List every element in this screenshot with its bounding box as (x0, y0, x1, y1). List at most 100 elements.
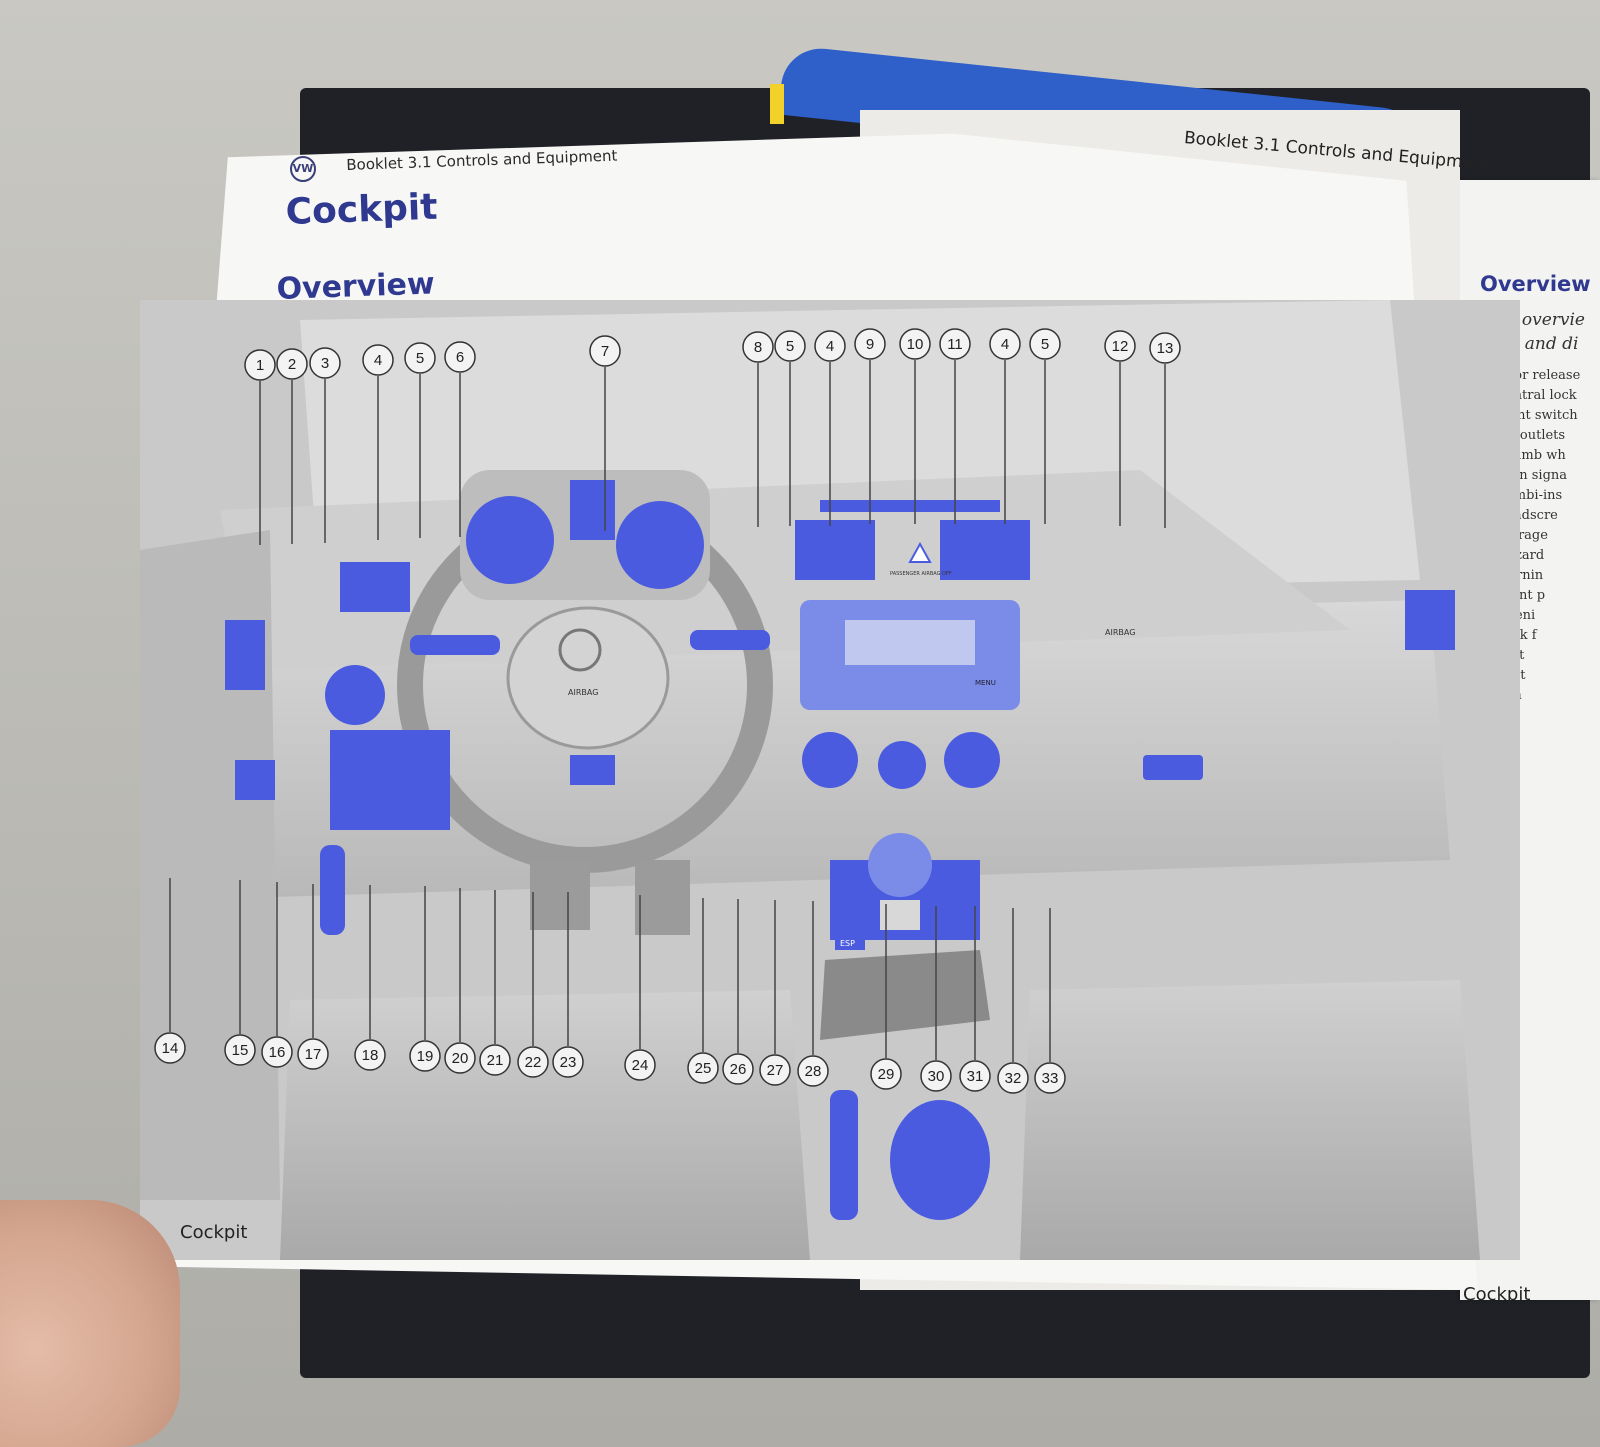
passenger-airbag-label: PASSENGER AIRBAG OFF (890, 571, 952, 577)
callout-circle (759, 1054, 791, 1086)
right-page-title: Overview (1480, 272, 1591, 296)
callout-circle (404, 342, 436, 374)
callout-circle (1104, 330, 1136, 362)
wiper-stalk (690, 630, 770, 650)
callout-circle (362, 344, 394, 376)
callout-circle (297, 1038, 329, 1070)
callout-number: 1 (256, 357, 264, 374)
callout-circle (1034, 1062, 1066, 1094)
callout-circle (224, 1034, 256, 1066)
callout-circle (354, 1039, 386, 1071)
window-switches (235, 760, 275, 800)
callout-circle (624, 1049, 656, 1081)
callout-circle (997, 1062, 1029, 1094)
left-air-outlet (340, 562, 410, 612)
callout-number: 23 (560, 1054, 577, 1071)
turn-signal-stalk (410, 635, 500, 655)
callout-circle (1149, 332, 1181, 364)
hand (0, 1200, 180, 1447)
callout-number: 3 (321, 355, 329, 372)
callout-number: 5 (786, 338, 794, 355)
center-left-air-outlet (795, 520, 875, 580)
callout-number: 4 (374, 352, 382, 369)
callout-number: 19 (417, 1048, 434, 1065)
callout-number: 10 (907, 336, 924, 353)
callout-number: 31 (967, 1068, 984, 1085)
callout-number: 14 (162, 1040, 179, 1057)
callout-circle (959, 1060, 991, 1092)
vw-logo-icon: VW (290, 156, 316, 182)
callout-number: 22 (525, 1054, 542, 1071)
cockpit-illustration: AIRBAG PASSENGER AIRBAG OFF MENU AIRBAG … (140, 300, 1520, 1260)
accelerator-pedal (635, 860, 690, 935)
callout-circle (687, 1052, 719, 1084)
callout-circle (814, 330, 846, 362)
callout-circle (276, 348, 308, 380)
callout-circle (444, 1042, 476, 1074)
footer-right: Cockpit (1463, 1284, 1531, 1305)
callout-circle (552, 1046, 584, 1078)
yellow-strip (770, 84, 784, 124)
callout-circle (742, 331, 774, 363)
fan-dial (878, 741, 926, 789)
callout-number: 16 (269, 1044, 286, 1061)
callout-number: 17 (305, 1046, 322, 1063)
callout-circle (517, 1046, 549, 1078)
callout-number: 32 (1005, 1070, 1022, 1087)
callout-number: 5 (416, 350, 424, 367)
callout-circle (479, 1044, 511, 1076)
callout-circle (409, 1040, 441, 1072)
callout-number: 29 (878, 1066, 895, 1083)
callout-number: 2 (288, 356, 296, 373)
callout-circle (854, 328, 886, 360)
callout-circle (244, 349, 276, 381)
callout-number: 30 (928, 1068, 945, 1085)
bonnet-release (320, 845, 345, 935)
menu-label: MENU (975, 679, 996, 687)
speedometer (466, 496, 554, 584)
center-right-air-outlet (940, 520, 1030, 580)
callout-number: 4 (826, 338, 834, 355)
callout-circle (899, 328, 931, 360)
brake-pedal (530, 860, 590, 930)
esp-label: ESP (840, 939, 855, 948)
callout-number: 18 (362, 1047, 379, 1064)
light-switch (325, 665, 385, 725)
callout-circle (989, 328, 1021, 360)
radio-display (845, 620, 975, 665)
callout-number: 27 (767, 1062, 784, 1079)
door-release (225, 620, 265, 690)
callout-circle (870, 1058, 902, 1090)
callout-number: 4 (1001, 336, 1009, 353)
airbag-label: AIRBAG (568, 688, 598, 697)
cluster-display (570, 480, 615, 540)
glovebox-handle (1143, 755, 1203, 780)
callout-circle (1029, 328, 1061, 360)
cup-holder (890, 1100, 990, 1220)
callout-circle (797, 1055, 829, 1087)
gear-knob (868, 833, 932, 897)
page-title: Cockpit (285, 186, 439, 233)
callout-number: 8 (754, 339, 762, 356)
callout-number: 26 (730, 1061, 747, 1078)
callout-circle (444, 341, 476, 373)
airbag-hub (506, 606, 670, 750)
tachometer (616, 501, 704, 589)
callout-number: 33 (1042, 1070, 1059, 1087)
callout-number: 15 (232, 1042, 249, 1059)
callout-circle (589, 335, 621, 367)
callout-circle (261, 1036, 293, 1068)
callout-number: 7 (601, 343, 609, 360)
callout-circle (722, 1053, 754, 1085)
callout-number: 11 (947, 336, 963, 353)
right-air-outlet (1405, 590, 1455, 650)
storage-tray (330, 730, 450, 830)
vw-emblem-icon (558, 628, 602, 672)
steering-adjust-lever (570, 755, 615, 785)
temperature-dial (802, 732, 858, 788)
callout-number: 25 (695, 1060, 712, 1077)
callout-number: 9 (866, 336, 874, 353)
callout-circle (774, 330, 806, 362)
